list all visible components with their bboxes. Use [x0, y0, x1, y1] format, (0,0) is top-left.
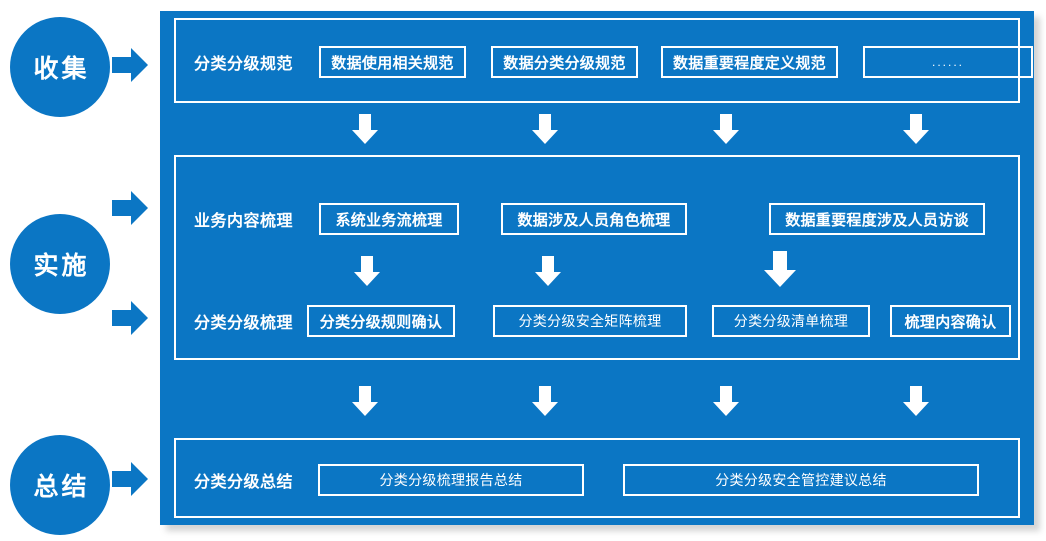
chip-business-2[interactable]: 数据涉及人员角色梳理 [501, 203, 687, 235]
chip-summary-2[interactable]: 分类分级安全管控建议总结 [623, 464, 979, 496]
down-arrow-icon-b2g-1 [354, 256, 380, 286]
down-arrow-icon-b2g-3 [764, 251, 796, 287]
stage-circle-summary[interactable]: 总结 [10, 435, 110, 535]
down-arrow-icon-g2s-1 [352, 386, 378, 416]
chip-grading-4[interactable]: 梳理内容确认 [890, 305, 1011, 337]
row-label-standards: 分类分级规范 [194, 56, 294, 73]
down-arrow-icon-s2b-3 [713, 114, 739, 144]
stage-label-collect: 收集 [33, 55, 90, 83]
down-arrow-icon-s2b-1 [352, 114, 378, 144]
row-standards: 分类分级规范 数据使用相关规范 数据分类分级规范 数据重要程度定义规范 ....… [176, 46, 1033, 78]
chip-summary-1[interactable]: 分类分级梳理报告总结 [318, 464, 584, 496]
stage-circle-collect[interactable]: 收集 [10, 17, 110, 117]
row-label-grading: 分类分级梳理 [194, 315, 294, 332]
chip-business-1[interactable]: 系统业务流梳理 [319, 203, 459, 235]
row-label-summary: 分类分级总结 [194, 474, 294, 491]
chip-standards-1[interactable]: 数据使用相关规范 [319, 46, 466, 78]
row-summary: 分类分级总结 分类分级梳理报告总结 分类分级安全管控建议总结 [176, 464, 1018, 496]
stage-circle-implement[interactable]: 实施 [10, 214, 110, 314]
group-standards: 分类分级规范 数据使用相关规范 数据分类分级规范 数据重要程度定义规范 ....… [174, 18, 1033, 103]
row-business: 业务内容梳理 系统业务流梳理 数据涉及人员角色梳理 数据重要程度涉及人员访谈 [176, 203, 1018, 235]
row-grading: 分类分级梳理 分类分级规则确认 分类分级安全矩阵梳理 分类分级清单梳理 梳理内容… [176, 305, 1018, 337]
chip-grading-2[interactable]: 分类分级安全矩阵梳理 [493, 305, 687, 337]
stage-label-summary: 总结 [33, 473, 90, 501]
chip-standards-4[interactable]: ...... [863, 46, 1033, 78]
group-implementation: 业务内容梳理 系统业务流梳理 数据涉及人员角色梳理 数据重要程度涉及人员访谈 分… [174, 155, 1020, 360]
right-arrow-icon-collect [112, 48, 148, 82]
down-arrow-icon-g2s-3 [713, 386, 739, 416]
chip-grading-3[interactable]: 分类分级清单梳理 [712, 305, 870, 337]
right-arrow-icon-implement-upper [112, 191, 148, 225]
flow-panel: 分类分级规范 数据使用相关规范 数据分类分级规范 数据重要程度定义规范 ....… [160, 11, 1034, 525]
down-arrow-icon-g2s-4 [903, 386, 929, 416]
chip-standards-3[interactable]: 数据重要程度定义规范 [661, 46, 838, 78]
group-summary: 分类分级总结 分类分级梳理报告总结 分类分级安全管控建议总结 [174, 438, 1020, 518]
down-arrow-icon-b2g-2 [535, 256, 561, 286]
chip-business-3[interactable]: 数据重要程度涉及人员访谈 [769, 203, 985, 235]
down-arrow-icon-g2s-2 [532, 386, 558, 416]
right-arrow-icon-summary [112, 462, 148, 496]
down-arrow-icon-s2b-2 [532, 114, 558, 144]
stage-label-implement: 实施 [33, 252, 90, 280]
down-arrow-icon-s2b-4 [903, 114, 929, 144]
chip-grading-1[interactable]: 分类分级规则确认 [307, 305, 455, 337]
chip-standards-2[interactable]: 数据分类分级规范 [491, 46, 638, 78]
row-label-business: 业务内容梳理 [194, 213, 294, 230]
right-arrow-icon-implement-lower [112, 301, 148, 335]
